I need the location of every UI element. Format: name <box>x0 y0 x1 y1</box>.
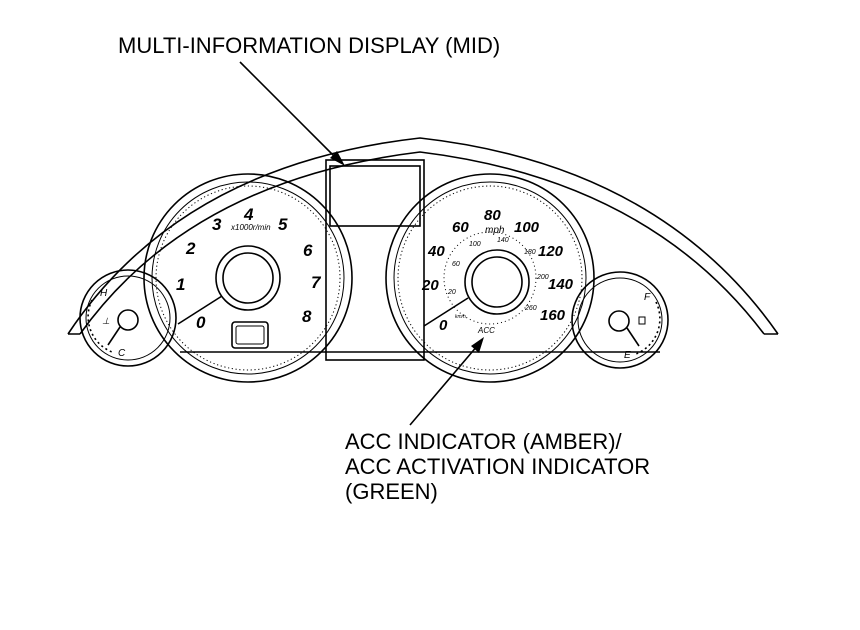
tach-num-8: 8 <box>302 307 312 326</box>
mph-num-120: 120 <box>538 243 564 260</box>
tach-needle <box>177 295 223 325</box>
cluster-housing <box>67 137 779 353</box>
mid-callout-label: MULTI-INFORMATION DISPLAY (MID) <box>118 33 500 58</box>
mph-unit: mph <box>485 225 505 236</box>
temp-needle <box>107 326 121 346</box>
tach-num-0: 0 <box>196 313 206 332</box>
mph-num-160: 160 <box>540 307 566 324</box>
tach-num-6: 6 <box>303 241 313 260</box>
acc-callout-label-line1: ACC INDICATOR (AMBER)/ <box>345 429 623 454</box>
tach-indicator-window <box>231 321 269 349</box>
tach-num-2: 2 <box>185 239 196 258</box>
mid-leader-arrow <box>239 61 345 166</box>
kmh-num-180: 180 <box>524 249 536 256</box>
tach-num-7: 7 <box>311 273 322 292</box>
kmh-num-260: 260 <box>524 305 537 312</box>
fuel-full-label: F <box>644 292 651 303</box>
fuel-needle-hub <box>608 310 630 332</box>
temp-hot-label: H <box>100 288 108 299</box>
mph-num-100: 100 <box>514 219 540 236</box>
mid-housing <box>325 159 425 361</box>
mph-num-140: 140 <box>548 276 574 293</box>
tach-num-3: 3 <box>212 215 222 234</box>
kmh-num-20: 20 <box>447 289 456 296</box>
mph-num-0: 0 <box>439 317 448 334</box>
multi-information-display <box>329 165 421 227</box>
kmh-num-140: 140 <box>497 237 509 244</box>
tach-num-4: 4 <box>243 205 254 224</box>
acc-indicator: ACC <box>477 326 495 335</box>
speed-needle <box>423 297 469 327</box>
kmh-unit: km/h <box>455 314 466 320</box>
mph-num-60: 60 <box>452 219 469 236</box>
kmh-num-60: 60 <box>452 261 460 268</box>
tachometer: 0 1 2 3 4 5 6 7 8 x1000r/min <box>143 173 353 383</box>
temp-needle-hub <box>117 309 139 331</box>
tach-num-1: 1 <box>176 275 185 294</box>
mph-num-80: 80 <box>484 207 501 224</box>
acc-callout-label-line3: (GREEN) <box>345 479 438 504</box>
mph-num-20: 20 <box>421 277 439 294</box>
acc-callout-label-line2: ACC ACTIVATION INDICATOR <box>345 454 650 479</box>
kmh-num-100: 100 <box>469 241 481 248</box>
mph-num-40: 40 <box>427 243 445 260</box>
tach-num-5: 5 <box>278 215 288 234</box>
fuel-gauge: F E <box>571 271 669 369</box>
temperature-gauge: H C ⊥ <box>79 269 177 367</box>
temp-cold-label: C <box>118 348 126 359</box>
tach-unit: x1000r/min <box>230 223 271 232</box>
acc-leader-arrow <box>409 337 484 426</box>
fuel-pump-icon <box>638 316 646 325</box>
thermometer-icon: ⊥ <box>102 316 110 326</box>
fuel-needle <box>626 327 640 347</box>
speedometer: 0 20 40 60 80 100 120 140 160 mph 20 60 … <box>385 173 595 383</box>
fuel-empty-label: E <box>624 350 631 361</box>
kmh-num-200: 200 <box>536 274 549 281</box>
